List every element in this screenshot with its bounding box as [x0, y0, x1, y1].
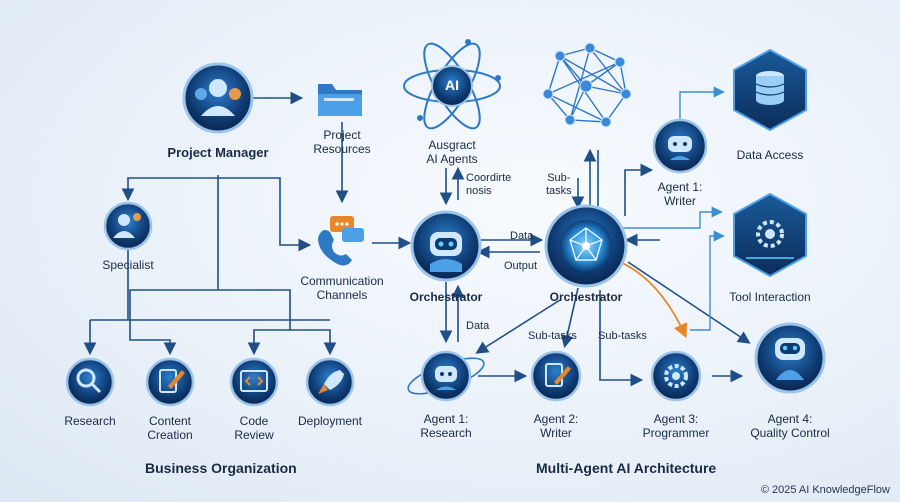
folder-icon — [318, 84, 362, 116]
project-manager-label: Project Manager — [167, 145, 269, 160]
ai-badge: AI — [445, 77, 459, 93]
code-review-line-2: Review — [234, 428, 274, 442]
content-creation-node[interactable] — [145, 357, 195, 407]
specialist-node[interactable] — [103, 201, 153, 251]
content-creation-line-1: Content — [148, 414, 192, 428]
business-connectors — [83, 91, 412, 356]
subtasks-left-label: Sub-tasks — [528, 330, 577, 342]
tool-interaction-node[interactable] — [733, 192, 807, 278]
specialist-label: Specialist — [102, 258, 154, 272]
hub-network-icon — [569, 227, 603, 261]
communication-label: Communication Channels — [290, 274, 394, 302]
coord-line-2: nosis — [466, 185, 492, 197]
content-creation-label: Content Creation — [136, 414, 204, 442]
robot-icon — [435, 366, 457, 390]
communication-line-1: Communication — [300, 274, 384, 288]
subtasks-top-line-2: tasks — [546, 185, 572, 197]
agent-qc-line-2: Quality Control — [750, 426, 830, 440]
data-access-label: Data Access — [736, 148, 804, 162]
deployment-label: Deployment — [297, 414, 363, 428]
project-manager-node[interactable] — [182, 62, 254, 134]
agent-research-line-1: Agent 1: — [423, 412, 469, 426]
data-access-node[interactable] — [733, 48, 807, 132]
agent-writer-top-node[interactable] — [652, 118, 708, 174]
gear-circuit-icon — [746, 220, 794, 259]
specialist-icon — [113, 213, 141, 238]
ai-agents-hub-line-2: AI Agents — [426, 152, 478, 166]
agent-programmer-line-1: Agent 3: — [653, 412, 699, 426]
orchestrator-center-label: Orchestrator — [549, 290, 623, 304]
output-label: Output — [504, 260, 538, 272]
database-icon — [755, 71, 785, 105]
project-resources-node[interactable] — [318, 84, 362, 116]
project-resources-label: Project Resources — [300, 128, 384, 156]
agent-qc-label: Agent 4: Quality Control — [740, 412, 840, 440]
agent-writer-bottom-line-2: Writer — [540, 426, 572, 440]
search-icon — [76, 368, 102, 394]
project-resources-line-1: Project — [323, 128, 361, 142]
tool-interaction-label: Tool Interaction — [729, 290, 811, 304]
robot-icon — [775, 338, 805, 380]
orchestrator-left-label: Orchestrator — [409, 290, 483, 304]
code-review-line-1: Code — [239, 414, 269, 428]
code-review-label: Code Review — [222, 414, 286, 442]
subtasks-top-line-1: Sub- — [547, 172, 571, 184]
code-review-node[interactable] — [229, 357, 279, 407]
agent-writer-bottom-label: Agent 2: Writer — [522, 412, 590, 440]
orchestrator-center-node[interactable] — [544, 204, 628, 288]
orchestrator-left-node[interactable] — [410, 210, 482, 282]
document-edit-icon — [545, 363, 571, 387]
ai-connectors — [439, 148, 751, 387]
agent-writer-top-line-1: Agent 1: — [657, 180, 703, 194]
network-node[interactable] — [542, 42, 632, 128]
gear-icon — [664, 364, 688, 388]
agent-research-label: Agent 1: Research — [412, 412, 480, 440]
ai-section-title: Multi-Agent AI Architecture — [536, 460, 717, 476]
copyright: © 2025 AI KnowledgeFlow — [760, 484, 890, 496]
agent-writer-top-line-2: Writer — [664, 194, 696, 208]
chat-phone-icon — [318, 216, 364, 266]
data-top-label: Data — [510, 230, 534, 242]
edit-icon — [159, 369, 185, 393]
agent-writer-bottom-node[interactable] — [530, 350, 582, 402]
agent-research-node[interactable] — [404, 350, 487, 402]
robot-icon — [430, 232, 462, 272]
agent-research-line-2: Research — [420, 426, 472, 440]
agent-writer-top-label: Agent 1: Writer — [646, 180, 714, 208]
subtasks-top-label: Sub- tasks — [546, 172, 572, 198]
ai-agents-hub-line-1: Ausgract — [428, 138, 476, 152]
coord-line-1: Coordirte — [466, 172, 512, 184]
communication-node[interactable] — [318, 216, 364, 266]
agent-programmer-line-2: Programmer — [642, 426, 710, 440]
agent-qc-line-1: Agent 4: — [767, 412, 813, 426]
research-node[interactable] — [65, 357, 115, 407]
subtasks-right-label: Sub-tasks — [598, 330, 647, 342]
agent-writer-bottom-line-1: Agent 2: — [533, 412, 579, 426]
business-section-title: Business Organization — [145, 460, 297, 476]
coord-label: Coordirte nosis — [466, 172, 511, 198]
agent-programmer-label: Agent 3: Programmer — [634, 412, 718, 440]
content-creation-line-2: Creation — [147, 428, 193, 442]
ai-agents-hub-label: Ausgract AI Agents — [404, 138, 500, 166]
research-label: Research — [64, 414, 116, 428]
robot-icon — [668, 136, 692, 160]
agent-qc-node[interactable] — [754, 322, 826, 394]
deployment-node[interactable] — [305, 357, 355, 407]
data-down-label: Data — [466, 320, 490, 332]
priority-connector — [619, 261, 688, 339]
communication-line-2: Channels — [316, 288, 368, 302]
team-icon — [195, 79, 241, 116]
ai-agents-hub-node[interactable] — [403, 36, 501, 135]
code-icon — [240, 370, 268, 392]
project-resources-line-2: Resources — [313, 142, 371, 156]
rocket-icon — [318, 370, 344, 394]
agent-programmer-node[interactable] — [650, 350, 702, 402]
